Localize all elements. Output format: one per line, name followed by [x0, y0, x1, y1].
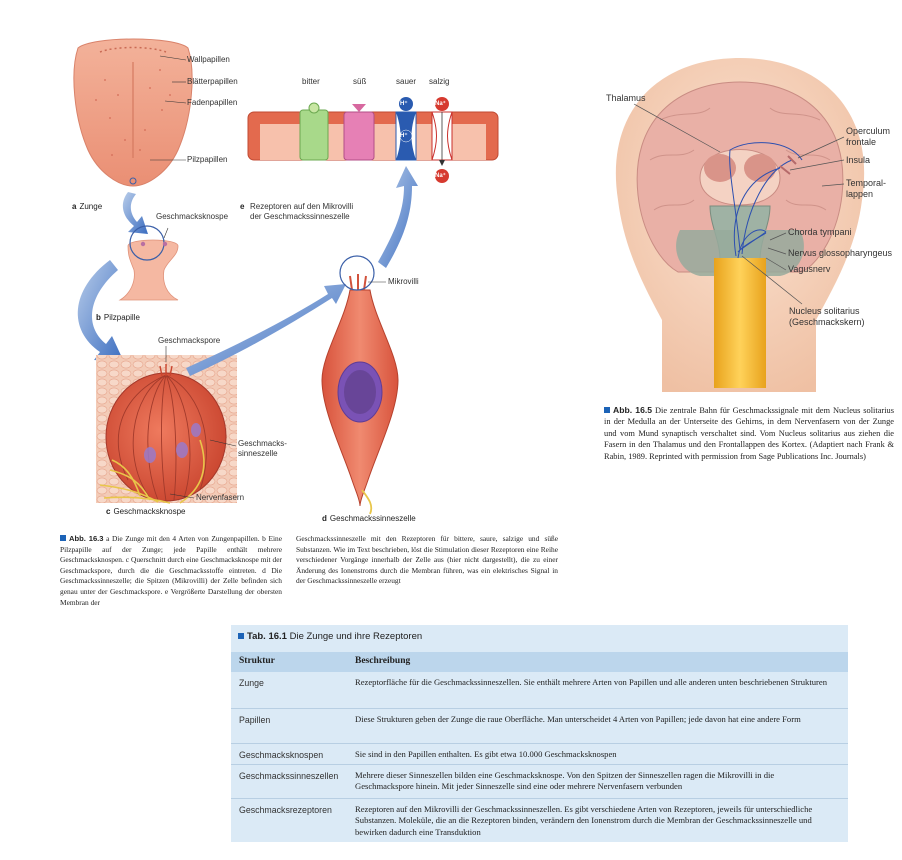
table-row: Papillen Diese Strukturen geben der Zung…: [231, 709, 848, 744]
label-fadenpapillen: Fadenpapillen: [187, 98, 238, 107]
figure-16-5-caption: Abb. 16.5 Die zentrale Bahn für Geschmac…: [604, 405, 894, 462]
table-row: Geschmacksknospen Sie sind in den Papill…: [231, 744, 848, 765]
cell-struktur: Geschmackssinneszellen: [239, 771, 339, 781]
label-geschmackssinneszelle: Geschmacks- sinneszelle: [238, 439, 287, 458]
table-16-1: Tab. 16.1 Die Zunge und ihre Rezeptoren …: [231, 625, 848, 842]
table-row: Geschmackssinneszellen Mehrere dieser Si…: [231, 765, 848, 799]
table-marker-icon: [238, 633, 244, 639]
cell-beschreibung: Mehrere dieser Sinneszellen bilden eine …: [355, 770, 775, 792]
cell-struktur: Geschmacksrezeptoren: [239, 805, 332, 815]
figure-16-3-tag: Abb. 16.3: [69, 534, 104, 543]
membrane-drawing: [247, 97, 499, 183]
figure-16-3: Wallpapillen Blätterpapillen Fadenpapill…: [0, 0, 570, 615]
cell-struktur: Zunge: [239, 678, 264, 688]
cell-beschreibung: Rezeptorfläche für die Geschmackssinnesz…: [355, 677, 828, 687]
tongue-drawing: [73, 38, 193, 187]
brain-illustration: [615, 58, 865, 392]
label-wallpapillen: Wallpapillen: [187, 55, 230, 64]
figure-16-3-caption-text: a Die Zunge mit den 4 Arten von Zungenpa…: [60, 534, 282, 607]
ion-h-plus-channel: H⁺: [400, 133, 408, 139]
figure-16-3-caption-left: Abb. 16.3 a Die Zunge mit den 4 Arten vo…: [60, 534, 282, 608]
ion-na-plus-top: Na⁺: [435, 101, 446, 107]
taste-bud-drawing: [96, 355, 237, 504]
label-suess: süß: [353, 77, 367, 86]
caption-marker-icon: [60, 535, 66, 541]
panel-e-letter: e: [240, 202, 245, 211]
figure-16-5-caption-text: Die zentrale Bahn für Geschmackssignale …: [604, 406, 894, 461]
table-title: Tab. 16.1 Die Zunge und ihre Rezeptoren: [238, 631, 422, 642]
label-chorda-tympani: Chorda tympani: [788, 227, 852, 237]
label-pilzpapillen: Pilzpapillen: [187, 155, 228, 164]
label-vagusnerv: Vagusnerv: [788, 264, 831, 274]
arrow-b-c: [77, 260, 124, 362]
arrow-d-e: [378, 166, 418, 268]
table-title-text: Die Zunge und ihre Rezeptoren: [289, 631, 423, 642]
label-thalamus: Thalamus: [606, 93, 646, 103]
figure-16-3-illustration: [73, 38, 499, 515]
papilla-drawing: [118, 225, 179, 301]
label-geschmacksknospe: Geschmacksknospe: [156, 212, 229, 221]
figure-16-5: Thalamus Operculum frontale Insula Tempo…: [570, 0, 902, 615]
header-beschreibung: Beschreibung: [355, 656, 411, 666]
ion-na-plus-bottom: Na⁺: [435, 173, 446, 179]
figure-16-5-tag: Abb. 16.5: [613, 405, 653, 415]
label-glossopharyngeus: Nervus glossopharyngeus: [788, 248, 893, 258]
caption-marker-icon: [604, 407, 610, 413]
label-temporallappen: Temporal- lappen: [846, 178, 887, 199]
table-row: Geschmacksrezeptoren Rezeptoren auf den …: [231, 799, 848, 842]
table-row: Zunge Rezeptorfläche für die Geschmackss…: [231, 672, 848, 709]
label-salzig: salzig: [429, 77, 450, 86]
cell-beschreibung: Sie sind in den Papillen enthalten. Es g…: [355, 749, 617, 759]
arrow-a-b: [122, 192, 148, 234]
cell-struktur: Geschmacksknospen: [239, 750, 324, 760]
arrow-c-d: [186, 284, 346, 376]
taste-cell-drawing: [321, 255, 399, 515]
label-nucleus-solitarius: Nucleus solitarius (Geschmackskern): [789, 306, 865, 327]
label-blaetterpapillen: Blätterpapillen: [187, 77, 238, 86]
label-insula: Insula: [846, 155, 871, 165]
label-nervenfasern: Nervenfasern: [196, 493, 245, 502]
brain-leader-lines: [633, 103, 845, 305]
cell-beschreibung: Diese Strukturen geben der Zunge die rau…: [355, 714, 801, 724]
cell-struktur: Papillen: [239, 715, 271, 725]
figure-16-3-caption-right: Geschmackssinneszelle mit den Rezeptoren…: [296, 534, 558, 586]
header-struktur: Struktur: [239, 656, 275, 666]
label-operculum: Operculum frontale: [846, 126, 891, 147]
label-mikrovilli: Mikrovilli: [388, 277, 419, 286]
label-bitter: bitter: [302, 77, 320, 86]
cell-beschreibung: Rezeptoren auf den Mikrovilli der Geschm…: [355, 804, 813, 837]
label-sauer: sauer: [396, 77, 417, 86]
label-geschmackspore: Geschmackspore: [158, 336, 221, 345]
table-header: Struktur Beschreibung: [231, 652, 848, 672]
table-tag: Tab. 16.1: [247, 631, 287, 642]
label-rezeptoren: Rezeptoren auf den Mikrovilli der Geschm…: [250, 202, 354, 221]
ion-h-plus-top: H⁺: [400, 101, 408, 107]
